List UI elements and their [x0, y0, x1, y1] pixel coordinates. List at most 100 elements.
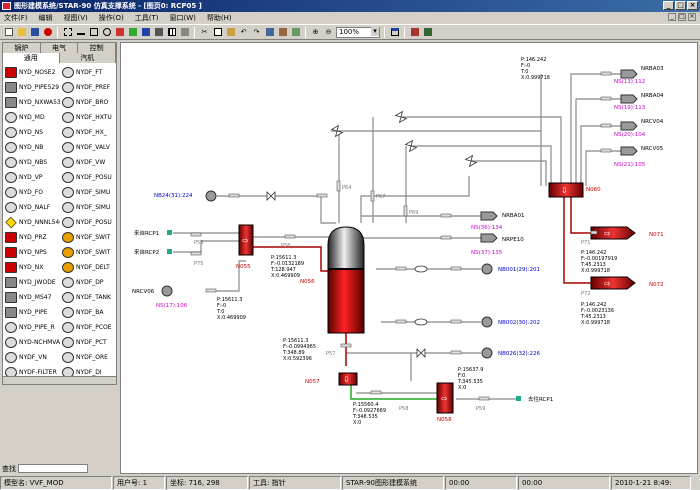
component-item[interactable]: NYDF_TANK: [60, 291, 117, 304]
distribute-icon[interactable]: [290, 27, 301, 38]
component-item[interactable]: NYD_NOSE2: [3, 66, 60, 79]
text-icon[interactable]: [127, 27, 138, 38]
pressurizer-tank[interactable]: [327, 226, 365, 334]
zoom-select[interactable]: 100%: [336, 26, 380, 38]
ellipse-icon[interactable]: [101, 27, 112, 38]
line-icon[interactable]: [75, 27, 86, 38]
horizontal-scrollbar[interactable]: [3, 376, 116, 384]
save-icon[interactable]: [29, 27, 40, 38]
component-item[interactable]: NYDF_VALV: [60, 141, 117, 154]
component-item[interactable]: NYDF_SIMU: [60, 186, 117, 199]
component-item[interactable]: NYDF_DELT: [60, 261, 117, 274]
close-button[interactable]: ×: [687, 1, 698, 10]
menu-file[interactable]: 文件(F): [4, 14, 28, 22]
component-item[interactable]: NYDF_SIMU: [60, 201, 117, 214]
finder-input[interactable]: [18, 464, 88, 473]
component-item[interactable]: NYDF_PREF: [60, 81, 117, 94]
component-item[interactable]: NYD_MD: [3, 111, 60, 124]
window-icon[interactable]: [389, 27, 400, 38]
minimize-button[interactable]: _: [663, 1, 674, 10]
component-item[interactable]: NYDF_VN: [3, 351, 60, 364]
component-item[interactable]: NYD_JWODE: [3, 276, 60, 289]
node-block-n071[interactable]: ⇨: [590, 226, 636, 240]
component-item[interactable]: NYD_NBS: [3, 156, 60, 169]
cut-icon[interactable]: ✂: [201, 28, 208, 36]
menu-edit[interactable]: 编辑: [38, 14, 53, 22]
component-item[interactable]: NYD_NALF: [3, 201, 60, 214]
open-folder-icon[interactable]: [16, 27, 27, 38]
mdi-minimize-button[interactable]: _: [668, 13, 676, 21]
component-item[interactable]: NYDF_DP: [60, 276, 117, 289]
node-block-n057[interactable]: ⇩: [338, 372, 358, 386]
component-item[interactable]: NYD_NNNL540: [3, 216, 60, 229]
component-item[interactable]: NYDF_BRO: [60, 96, 117, 109]
maximize-button[interactable]: □: [675, 1, 686, 10]
pipe-p72: P72: [581, 291, 590, 297]
component-item[interactable]: NYD_NXWA530: [3, 96, 60, 109]
select-icon[interactable]: [62, 27, 73, 38]
param-n071-x: X:0.999718: [581, 268, 610, 274]
diagram-canvas[interactable]: ⇨ ⇩ ⇨ ⇩ ⇨ ⇨: [120, 42, 698, 474]
component-item[interactable]: NYD_VP: [3, 171, 60, 184]
record-icon[interactable]: [42, 27, 53, 38]
grid-icon[interactable]: [166, 27, 177, 38]
component-item[interactable]: NYDF_VW: [60, 156, 117, 169]
tab-electric[interactable]: 电气: [41, 43, 79, 53]
rectangle-icon[interactable]: [88, 27, 99, 38]
menu-tools[interactable]: 工具(T): [134, 14, 159, 22]
component-item[interactable]: NYDF_FT: [60, 66, 117, 79]
component-item[interactable]: NYD_PIPE: [3, 306, 60, 319]
node-block-n058[interactable]: ⇨: [436, 382, 454, 414]
node-block-n072[interactable]: ⇨: [590, 276, 636, 290]
zoom-in-icon[interactable]: ⊕: [312, 28, 319, 36]
tab-control[interactable]: 控制: [78, 43, 117, 53]
component-item[interactable]: NYDF_PCT: [60, 336, 117, 349]
mdi-restore-button[interactable]: □: [678, 13, 686, 21]
component-item[interactable]: NYD_NB: [3, 141, 60, 154]
menu-window[interactable]: 窗口(W): [169, 14, 196, 22]
tab-general[interactable]: 通用: [3, 53, 60, 63]
book-icon[interactable]: [409, 27, 420, 38]
copy-icon[interactable]: [212, 27, 223, 38]
component-item[interactable]: NYD_NX: [3, 261, 60, 274]
component-item[interactable]: NYD_MS47: [3, 291, 60, 304]
component-item[interactable]: NYD_FO: [3, 186, 60, 199]
component-item[interactable]: NYD_NS: [3, 126, 60, 139]
redo-icon[interactable]: ↷: [253, 28, 260, 36]
new-file-icon[interactable]: [3, 27, 14, 38]
paste-icon[interactable]: [225, 27, 236, 38]
tab-turbine[interactable]: 汽机: [60, 53, 116, 63]
component-item[interactable]: NYD-NCHMVALVE: [3, 336, 60, 349]
component-item[interactable]: NYDF_ORE: [60, 351, 117, 364]
component-item[interactable]: NYDF_POSU: [60, 171, 117, 184]
component-item[interactable]: NYD_PIPE529: [3, 81, 60, 94]
component-item[interactable]: NYDF_SWIT: [60, 246, 117, 259]
node-block-n055[interactable]: ⇨: [238, 224, 254, 256]
layer-icon[interactable]: [179, 27, 190, 38]
polyline-icon[interactable]: [114, 27, 125, 38]
undo-icon[interactable]: ↶: [240, 28, 247, 36]
menu-view[interactable]: 视图(V): [63, 14, 88, 22]
mdi-close-button[interactable]: ×: [688, 13, 696, 21]
component-item[interactable]: NYD_PIPE_R: [3, 321, 60, 334]
component-item[interactable]: NYD_NPS: [3, 246, 60, 259]
component-item[interactable]: NYD_PRZ: [3, 231, 60, 244]
component-item[interactable]: NYDF_BA: [60, 306, 117, 319]
align-icon[interactable]: [153, 27, 164, 38]
component-item[interactable]: NYDF_HXTU: [60, 111, 117, 124]
component-item[interactable]: NYDF_HX_: [60, 126, 117, 139]
group-icon[interactable]: [264, 27, 275, 38]
component-item[interactable]: NYDF_SWIT: [60, 231, 117, 244]
pipe-icon[interactable]: [140, 27, 151, 38]
ungroup-icon[interactable]: [277, 27, 288, 38]
process-diagram[interactable]: ⇨ ⇩ ⇨ ⇩ ⇨ ⇨: [121, 43, 699, 475]
valves[interactable]: [266, 110, 478, 358]
zoom-out-icon[interactable]: ⊖: [325, 28, 332, 36]
menu-help[interactable]: 帮助(H): [206, 14, 232, 22]
run-icon[interactable]: [422, 27, 433, 38]
menu-operate[interactable]: 操作(O): [98, 14, 124, 22]
node-block-n060[interactable]: ⇩: [548, 182, 584, 198]
component-item[interactable]: NYDF_POSU: [60, 216, 117, 229]
component-item[interactable]: NYDF_PCOE: [60, 321, 117, 334]
tab-boiler[interactable]: 锅炉: [3, 43, 41, 53]
